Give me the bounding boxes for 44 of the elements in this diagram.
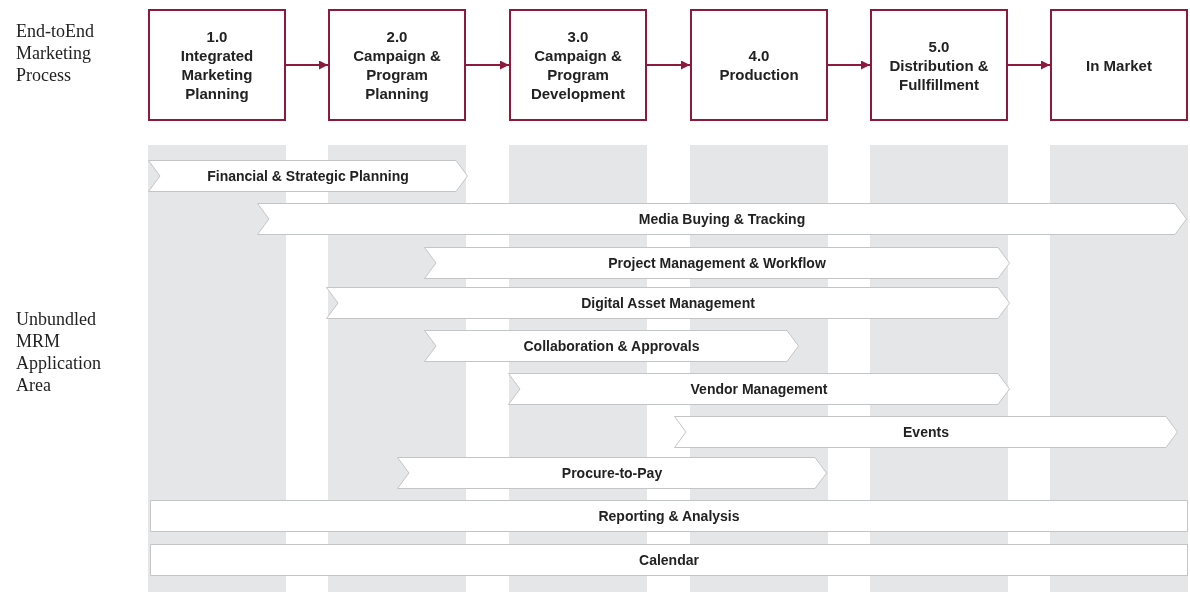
step-label: Campaign & Program Planning xyxy=(352,46,442,103)
bar-label: Calendar xyxy=(639,552,699,568)
step-label: Distribution & Fullfillment xyxy=(888,55,990,94)
bar-label: Reporting & Analysis xyxy=(598,508,740,524)
arrow xyxy=(1007,60,1051,70)
arrow xyxy=(646,60,691,70)
bar-label: Project Management & Workflow xyxy=(608,255,826,271)
step-label: In Market xyxy=(1086,55,1152,75)
arrow xyxy=(827,60,871,70)
bar-label: Digital Asset Management xyxy=(581,295,755,311)
process-box xyxy=(148,9,286,121)
bar-label: Financial & Strategic Planning xyxy=(207,168,409,184)
chevron-bar xyxy=(424,330,799,362)
step-label: Integrated Marketing Planning xyxy=(179,46,255,103)
step-label: 3.0 xyxy=(567,27,589,46)
chevron-bar xyxy=(424,247,1010,279)
chevron-bar xyxy=(397,457,827,489)
bar-label: Collaboration & Approvals xyxy=(523,338,700,354)
step-label: Production xyxy=(719,65,799,84)
bar-label: Media Buying & Tracking xyxy=(638,211,806,227)
chevron-bar xyxy=(257,203,1187,235)
arrow xyxy=(465,60,510,70)
step-label: 1.0 xyxy=(206,27,228,46)
row-label: Unbundled MRM Application Area xyxy=(16,308,102,396)
bar-label: Vendor Management xyxy=(690,381,828,397)
chevron-bar xyxy=(148,160,468,192)
process-box xyxy=(509,9,647,121)
process-box xyxy=(328,9,466,121)
step-label: Campaign & Program Development xyxy=(529,46,627,103)
process-box xyxy=(870,9,1008,121)
chevron-bar xyxy=(674,416,1178,448)
row-label: End-toEnd Marketing Process xyxy=(16,20,95,86)
chevron-bar xyxy=(508,373,1010,405)
process-box xyxy=(690,9,828,121)
process-box xyxy=(1050,9,1188,121)
span-bar xyxy=(150,500,1188,532)
step-label: 4.0 xyxy=(748,46,770,65)
span-bar xyxy=(150,544,1188,576)
bar-label: Procure-to-Pay xyxy=(561,465,663,481)
step-label: 2.0 xyxy=(386,27,408,46)
chevron-bar xyxy=(326,287,1010,319)
step-label: 5.0 xyxy=(928,36,950,56)
bar-label: Events xyxy=(903,424,949,440)
arrow xyxy=(285,60,329,70)
